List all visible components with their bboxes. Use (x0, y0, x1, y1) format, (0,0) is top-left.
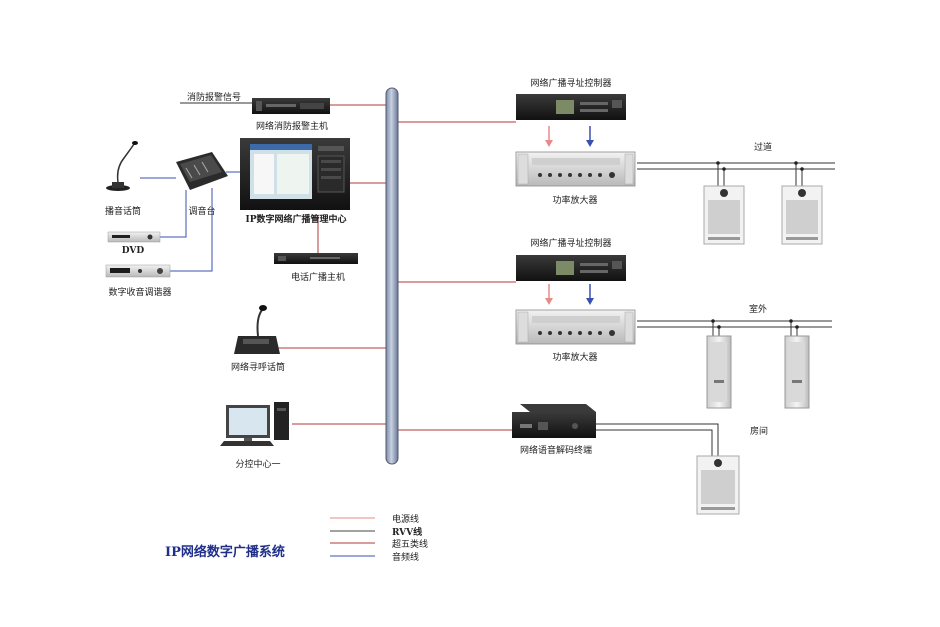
legend-swatches (330, 517, 375, 557)
label-mixer: 调音台 (188, 207, 216, 217)
network-cables (273, 104, 516, 431)
wall-speaker-2 (781, 185, 823, 245)
label-decoder: 网络语音解码终端 (519, 446, 593, 456)
wall-speaker-1 (703, 185, 745, 245)
microphone (106, 141, 138, 191)
network-backbone (385, 87, 399, 465)
label-controller-2: 网络广播寻址控制器 (530, 239, 612, 249)
wall-speaker-room (696, 455, 740, 515)
phone-broadcast-host (274, 253, 358, 264)
label-sub-center: 分控中心一 (235, 460, 281, 470)
fire-alarm-host (252, 98, 330, 114)
mixer (176, 152, 228, 190)
label-amp-1: 功率放大器 (552, 196, 598, 206)
label-tuner: 数字收音调谐器 (108, 288, 172, 298)
digital-tuner (105, 264, 171, 278)
label-zone-room: 房间 (749, 427, 769, 437)
label-dvd: DVD (121, 246, 145, 256)
legend-item-audio: 音频线 (392, 553, 420, 563)
sub-control-pc (220, 402, 289, 446)
management-center-server (240, 138, 350, 210)
legend-item-cat5e: 超五类线 (392, 540, 429, 550)
paging-microphone (234, 305, 280, 354)
label-amp-2: 功率放大器 (552, 353, 598, 363)
label-zone-outdoor: 室外 (748, 305, 768, 315)
label-controller-1: 网络广播寻址控制器 (530, 79, 612, 89)
address-controller-2 (516, 255, 626, 281)
label-mic: 播音话筒 (104, 207, 142, 217)
label-mgmt-center: IP数字网络广播管理中心 (245, 215, 347, 225)
legend-item-rvv: RVV线 (392, 528, 423, 538)
label-phone-host: 电话广播主机 (290, 273, 346, 283)
audio-cables (140, 171, 240, 272)
legend-item-power: 电源线 (392, 515, 420, 525)
label-zone-corridor: 过道 (753, 143, 773, 153)
column-speaker-1 (706, 335, 732, 409)
audio-decoder-terminal (512, 404, 596, 438)
power-amplifier-2 (515, 309, 636, 345)
label-paging-mic: 网络寻呼话筒 (230, 363, 286, 373)
label-fire-host: 网络消防报警主机 (255, 122, 329, 132)
address-controller-1 (516, 94, 626, 120)
label-fire-signal: 消防报警信号 (187, 93, 242, 103)
column-speaker-2 (784, 335, 810, 409)
dvd-player (107, 231, 161, 243)
diagram-title: IP网络数字广播系统 (165, 545, 285, 560)
junction-dots (711, 161, 804, 329)
signal-arrows (545, 126, 594, 305)
power-amplifier-1 (515, 151, 636, 187)
